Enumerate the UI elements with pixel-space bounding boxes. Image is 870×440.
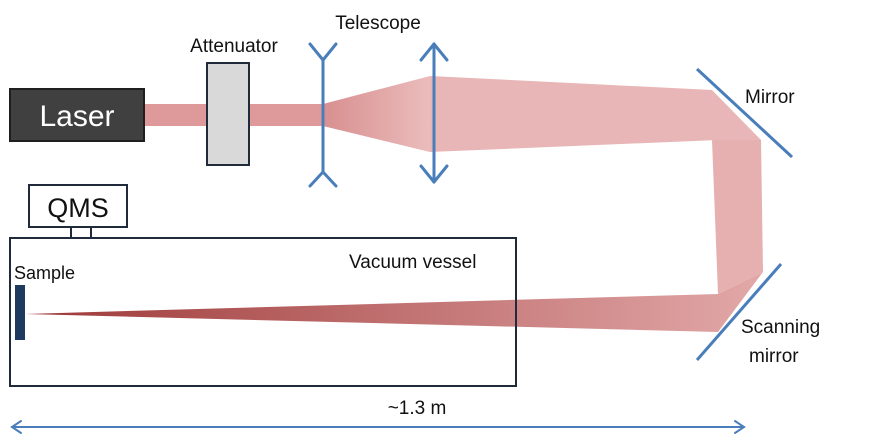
converging-lens: [419, 42, 449, 184]
mirror-line: [695, 67, 794, 159]
laser-box: [9, 88, 145, 142]
beam-vertical: [712, 140, 763, 294]
laser-label: Laser: [39, 100, 114, 133]
beam-return: [25, 272, 763, 332]
beam-expanding: [323, 76, 430, 152]
distance-arrow: [10, 420, 746, 434]
telescope-label: Telescope: [335, 13, 421, 34]
scanning-mirror-label-line2: mirror: [749, 346, 799, 367]
mirror-label: Mirror: [745, 87, 795, 108]
distance-label: ~1.3 m: [388, 398, 447, 419]
sample-plate: [15, 285, 25, 340]
qms-connector: [70, 226, 92, 239]
qms-box: [28, 184, 128, 228]
attenuator-block: [206, 62, 250, 166]
vacuum-vessel: [9, 237, 517, 387]
beam-expanded: [430, 76, 761, 152]
vacuum-vessel-label: Vacuum vessel: [349, 252, 476, 273]
scanning-mirror-label-line1: Scanning: [741, 317, 820, 338]
sample-label: Sample: [14, 263, 75, 283]
scanning-mirror-line: [695, 263, 783, 361]
diverging-lens: [308, 42, 338, 188]
attenuator-label: Attenuator: [190, 36, 278, 57]
qms-label: QMS: [47, 193, 109, 223]
